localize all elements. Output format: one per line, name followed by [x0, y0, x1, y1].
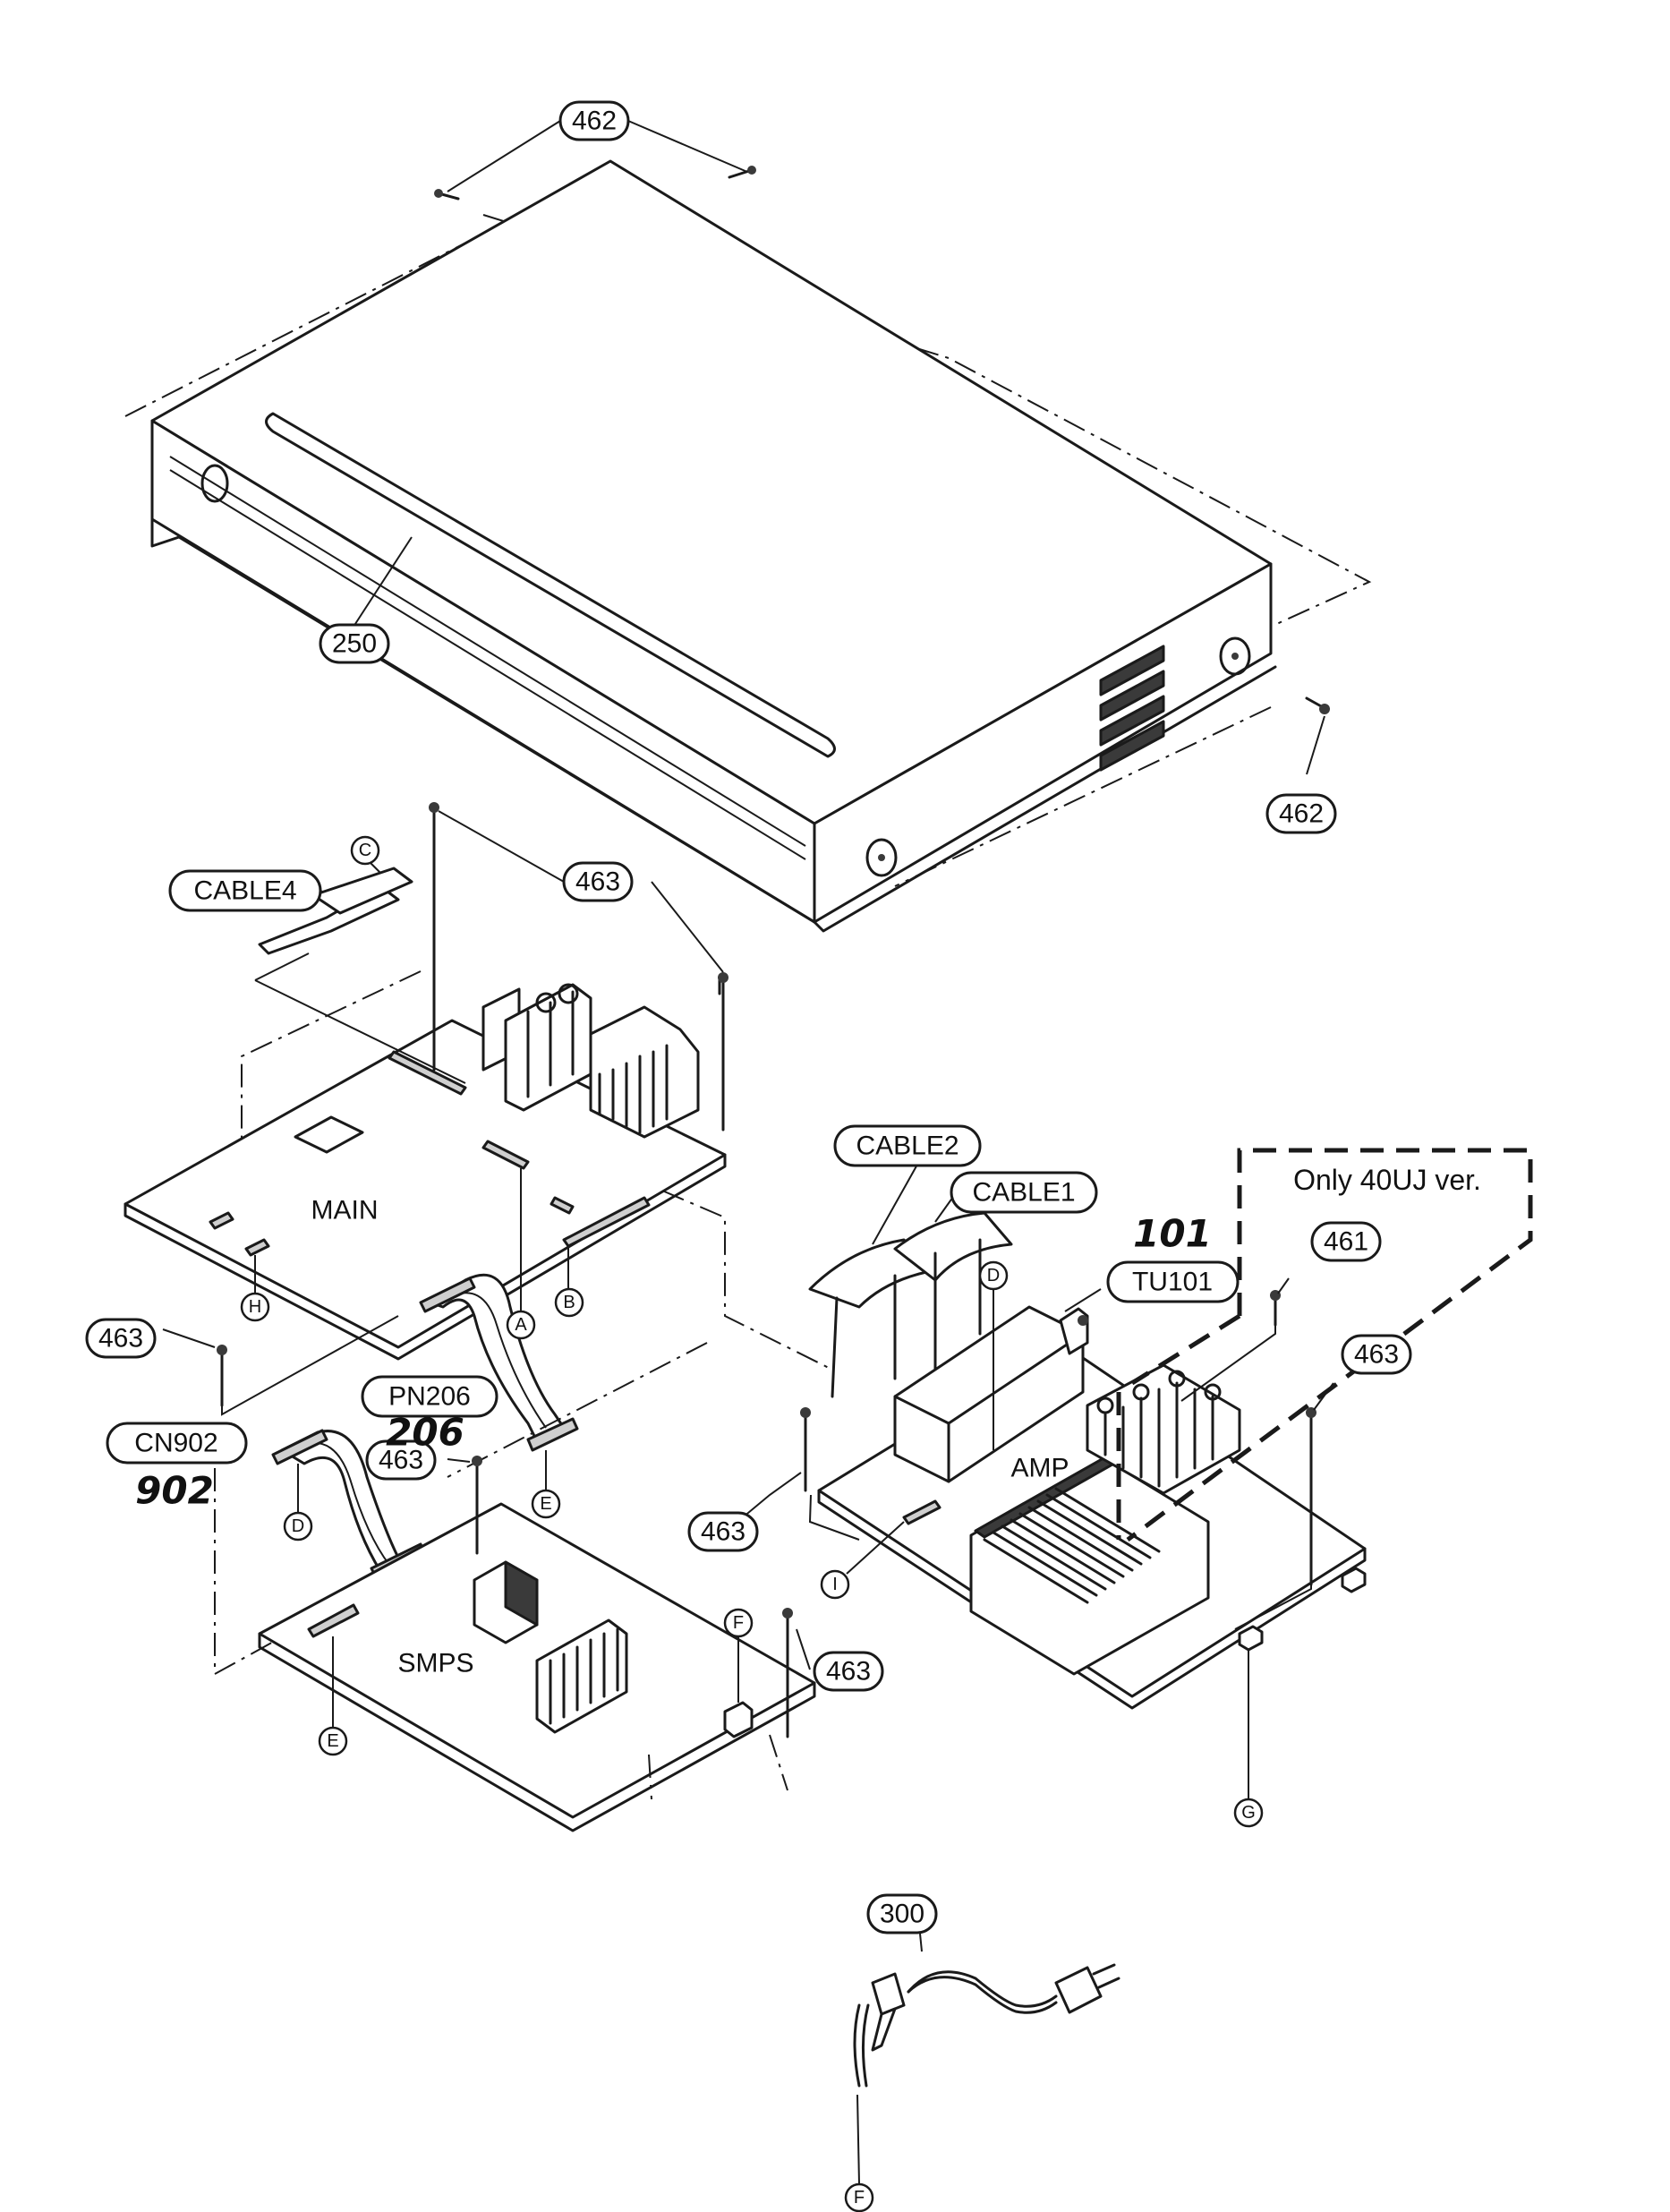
connector-e-left: E: [318, 1636, 348, 1756]
main-board-label: MAIN: [311, 1196, 379, 1226]
svg-text:E: E: [540, 1494, 551, 1514]
main-rear-jacks: [481, 983, 700, 1139]
svg-text:F: F: [854, 2188, 865, 2208]
callout-461: 461: [1310, 1221, 1382, 1262]
screw-463-smps-top: [472, 1456, 482, 1555]
svg-text:462: 462: [572, 107, 617, 136]
callout-462-top: 462: [558, 100, 630, 141]
svg-text:D: D: [987, 1266, 1000, 1285]
callout-462-right: 462: [1265, 793, 1337, 834]
callout-cable2: CABLE2: [833, 1124, 982, 1167]
amp-board: AMP: [817, 1305, 1367, 1710]
callout-463-amp-right: 463: [1341, 1334, 1412, 1375]
ribbon-cable-pn206: [419, 1273, 579, 1452]
svg-text:463: 463: [1354, 1340, 1399, 1370]
screw-462-top-left: [434, 189, 460, 201]
svg-text:B: B: [563, 1293, 575, 1312]
svg-text:E: E: [327, 1731, 338, 1751]
svg-text:A: A: [515, 1315, 527, 1335]
smps-board-label: SMPS: [397, 1649, 473, 1678]
svg-text:F: F: [733, 1613, 744, 1633]
connector-g: G: [1233, 1650, 1264, 1828]
cables-1-and-2: [808, 1211, 1013, 1398]
main-board: MAIN: [124, 970, 833, 1371]
svg-text:PN206: PN206: [388, 1382, 471, 1412]
callout-cable4: CABLE4: [168, 869, 322, 912]
callout-463-main-top: 463: [562, 861, 634, 902]
svg-text:462: 462: [1279, 799, 1324, 829]
amp-heatsink: [969, 1453, 1210, 1676]
svg-text:463: 463: [701, 1517, 746, 1547]
screw-463-smps-right: [782, 1608, 793, 1738]
svg-text:I: I: [832, 1575, 838, 1594]
amp-board-label: AMP: [1010, 1454, 1069, 1483]
svg-text:300: 300: [880, 1900, 924, 1929]
screw-463-main-left: [429, 802, 439, 1072]
svg-text:H: H: [249, 1297, 261, 1317]
cable-4: [254, 867, 466, 1084]
connector-h: H: [240, 1255, 270, 1322]
screw-462-top-right: [728, 166, 756, 179]
only-40uj-note: Only 40UJ ver.: [1293, 1164, 1481, 1196]
speaker-terminals: [1086, 1363, 1241, 1495]
connector-i: I: [820, 1521, 905, 1600]
smps-heatsink: [535, 1618, 628, 1734]
screw-463-main-right: [718, 972, 728, 1132]
svg-text:G: G: [1241, 1803, 1256, 1823]
callout-463-left: 463: [85, 1318, 157, 1359]
vent-slots: [1099, 645, 1165, 772]
svg-text:D: D: [292, 1516, 304, 1536]
connector-f-bottom: F: [844, 2182, 874, 2212]
power-cord: [853, 1963, 1120, 2088]
callout-tu101: TU101: [1106, 1260, 1240, 1303]
only-40uj-dashed-outline: Only 40UJ ver.: [1116, 1148, 1533, 1542]
svg-text:TU101: TU101: [1132, 1268, 1213, 1297]
connector-f-top: F: [723, 1608, 754, 1703]
svg-text:463: 463: [98, 1324, 143, 1354]
screw-463-amp-left: [800, 1407, 811, 1492]
callout-cable1: CABLE1: [950, 1171, 1098, 1214]
svg-text:250: 250: [332, 629, 377, 659]
svg-text:461: 461: [1324, 1227, 1368, 1257]
svg-text:CABLE4: CABLE4: [193, 876, 296, 906]
tuner-tu101: [893, 1305, 1089, 1483]
top-cover: [124, 159, 1372, 933]
callout-463-smps-top: 463: [365, 1439, 437, 1481]
connector-d-left: D: [283, 1464, 313, 1542]
callout-463-amp-left: 463: [687, 1511, 759, 1552]
callout-463-smps-right: 463: [813, 1651, 884, 1692]
svg-text:463: 463: [379, 1446, 423, 1475]
connector-a: A: [506, 1168, 536, 1340]
svg-text:463: 463: [575, 867, 620, 897]
connector-d-amp: D: [978, 1260, 1009, 1294]
handwritten-206: 206: [386, 1411, 464, 1455]
svg-text:CABLE2: CABLE2: [856, 1132, 959, 1161]
svg-text:CABLE1: CABLE1: [972, 1178, 1075, 1208]
svg-text:CN902: CN902: [134, 1429, 217, 1458]
callout-250: 250: [319, 623, 390, 664]
smps-board: SMPS: [214, 1342, 816, 1832]
connector-b: B: [554, 1246, 584, 1318]
callout-300: 300: [866, 1893, 938, 1934]
screw-463-left: [217, 1315, 399, 1416]
connector-c-top: C: [350, 835, 380, 866]
svg-text:463: 463: [826, 1657, 871, 1687]
handwritten-902: 902: [135, 1469, 214, 1513]
svg-text:C: C: [359, 841, 371, 860]
callout-pn206: PN206: [361, 1375, 498, 1418]
connector-e-mid: E: [531, 1450, 561, 1519]
handwritten-101: 101: [1133, 1212, 1212, 1256]
callout-cn902: CN902: [106, 1422, 248, 1465]
screw-462-right: [1305, 696, 1330, 714]
